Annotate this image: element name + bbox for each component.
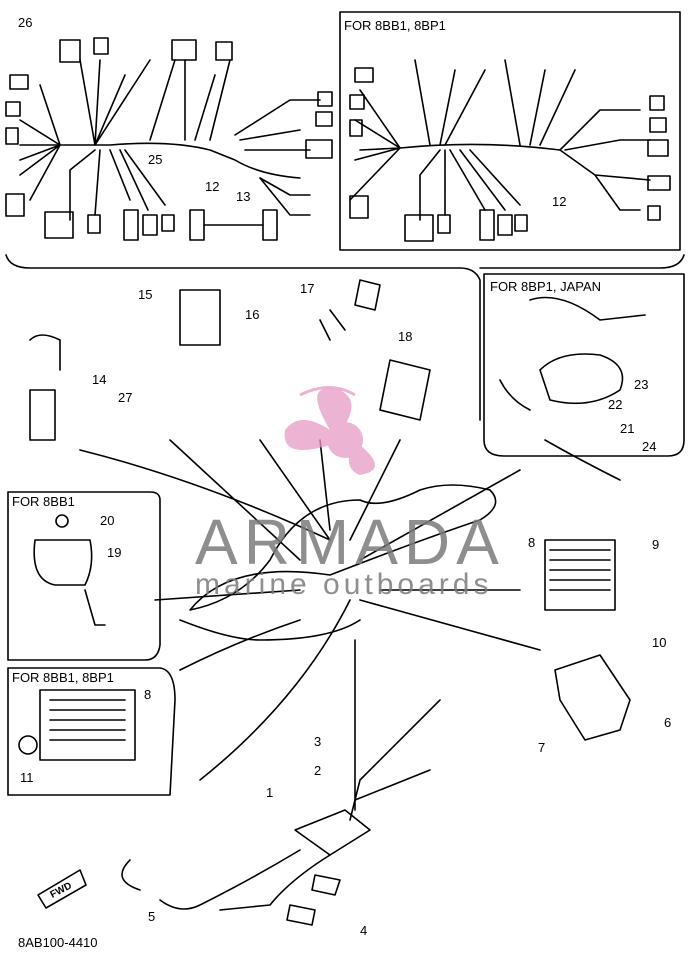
watermark-tagline: marine outboards (195, 568, 493, 601)
callout-20[interactable]: 20 (100, 513, 115, 528)
callout-12-right[interactable]: 12 (552, 194, 567, 209)
callout-7[interactable]: 7 (538, 740, 546, 755)
callout-19[interactable]: 19 (107, 545, 122, 560)
callout-11[interactable]: 11 (20, 770, 34, 785)
callout-13[interactable]: 13 (236, 189, 251, 204)
watermark-logo (284, 388, 375, 475)
callout-12-left[interactable]: 12 (205, 179, 220, 194)
callout-5[interactable]: 5 (148, 909, 156, 924)
rectifier-regulator-shape (39, 689, 136, 761)
callout-16[interactable]: 16 (245, 307, 260, 322)
callout-17[interactable]: 17 (300, 281, 315, 296)
leader-line (79, 449, 331, 541)
wire-harness-right (359, 143, 651, 181)
callout-4[interactable]: 4 (360, 923, 368, 938)
harness-bracket-line (5, 254, 481, 421)
japan-variant-title: FOR 8BP1, JAPAN (490, 279, 602, 294)
callout-2[interactable]: 2 (314, 763, 322, 778)
bb1-variant-title: FOR 8BB1 (12, 494, 75, 509)
callout-18[interactable]: 18 (398, 329, 413, 344)
watermark-brand: ARMADA (195, 506, 505, 578)
ignition-coil-shape (294, 809, 371, 856)
callout-3[interactable]: 3 (314, 734, 322, 749)
wire-harness-left (19, 142, 301, 179)
callout-8-right[interactable]: 8 (528, 535, 536, 550)
engine-bracket-outline (189, 484, 497, 611)
callout-21[interactable]: 21 (620, 421, 635, 436)
callout-25[interactable]: 25 (148, 152, 163, 167)
callout-1[interactable]: 1 (266, 785, 274, 800)
callout-27[interactable]: 27 (118, 390, 133, 405)
callout-23[interactable]: 23 (634, 377, 649, 392)
callout-15[interactable]: 15 (138, 287, 153, 302)
callout-24[interactable]: 24 (642, 439, 657, 454)
diagram-part-number: 8AB100-4410 (18, 935, 98, 950)
callout-8-left[interactable]: 8 (144, 687, 152, 702)
starter-relay-shape (33, 539, 93, 586)
fwd-arrow-shape (37, 869, 87, 909)
callout-26[interactable]: 26 (18, 15, 33, 30)
harness-variant-title: FOR 8BB1, 8BP1 (344, 18, 446, 33)
callout-9[interactable]: 9 (652, 537, 660, 552)
callout-14[interactable]: 14 (92, 372, 107, 387)
callout-6[interactable]: 6 (664, 715, 672, 730)
callout-10[interactable]: 10 (652, 635, 667, 650)
rectifier-variant-title: FOR 8BB1, 8BP1 (12, 670, 114, 685)
callout-22[interactable]: 22 (608, 397, 623, 412)
